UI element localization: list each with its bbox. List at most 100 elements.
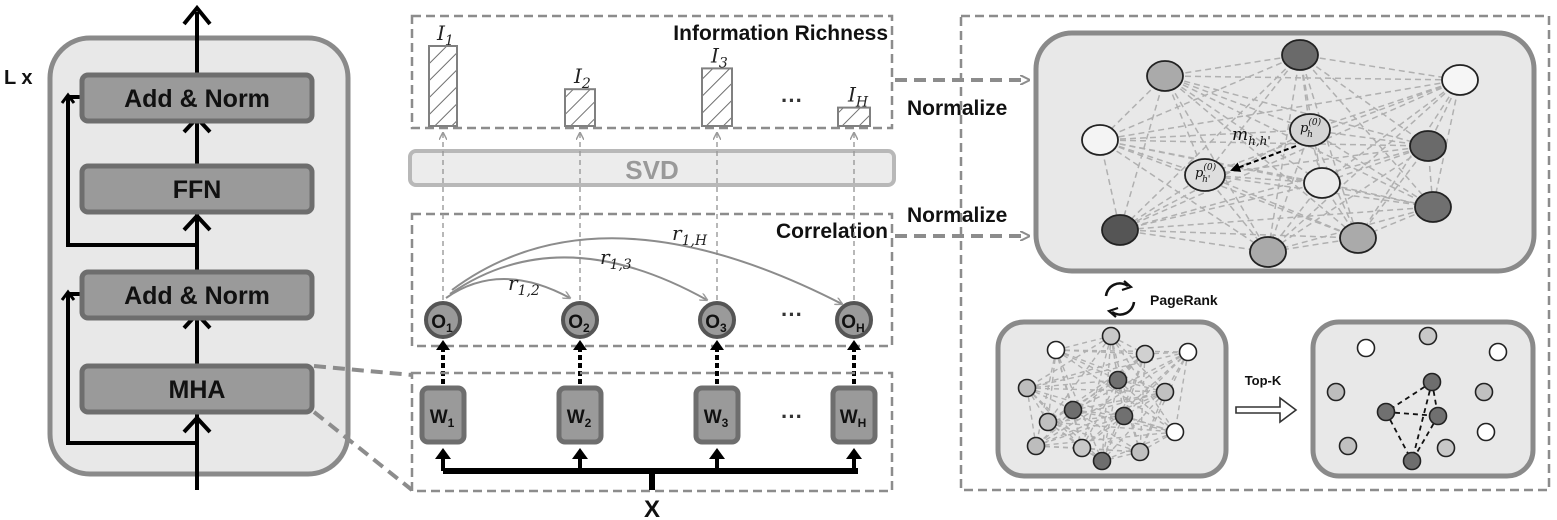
pagerank-graph-edge	[1055, 335, 1112, 351]
pagerank-graph-edge	[1035, 415, 1125, 447]
info-bar-2	[564, 88, 596, 127]
pagerank-graph-node	[1114, 406, 1134, 426]
zoom-line-bottom	[312, 410, 414, 492]
svd-label: SVD	[625, 155, 678, 185]
node-p-h	[1289, 113, 1331, 147]
mha-box	[79, 363, 315, 415]
full-graph-edge	[1099, 129, 1311, 141]
information-richness-label: Information Richness	[673, 22, 888, 45]
pagerank-graph-edge	[1055, 349, 1103, 462]
full-graph-edge	[1164, 75, 1461, 81]
info-bar-3	[701, 67, 733, 127]
weight-label-1: W1	[430, 407, 455, 430]
w-to-o-arrowhead-icon-1	[436, 340, 450, 350]
mha-label: MHA	[169, 376, 226, 404]
pagerank-graph-node	[1165, 422, 1185, 442]
topk-graph-node	[1422, 372, 1442, 392]
topk-graph-node	[1376, 402, 1396, 422]
arc-r12	[445, 278, 570, 298]
pagerank-graph-edge	[1047, 349, 1057, 423]
output-node-4	[835, 301, 873, 339]
correlation-label: Correlation	[776, 220, 888, 243]
full-graph-node	[1441, 64, 1479, 96]
x-to-w-arrowhead-icon-4	[846, 448, 862, 459]
node-p-hprime-label: p(0)h'	[1195, 162, 1217, 185]
info-bar-label-2: I2	[573, 64, 591, 92]
topk-label: Top-K	[1245, 373, 1282, 388]
full-graph-edge	[1164, 75, 1359, 239]
full-graph-edge	[1099, 139, 1434, 208]
pagerank-graph-node	[1130, 442, 1150, 462]
full-graph-panel	[1033, 30, 1537, 274]
pagerank-graph-edge	[1047, 421, 1176, 433]
pagerank-graph-edge	[1035, 349, 1057, 447]
pagerank-graph-edge	[1072, 409, 1141, 453]
x-to-w-arrowhead-icon-2	[572, 448, 588, 459]
pagerank-graph	[1017, 326, 1198, 471]
node-p-h-label: p(0)h	[1300, 117, 1322, 140]
full-graph-edge	[1204, 79, 1461, 176]
graph-panel-border	[959, 14, 1551, 492]
pagerank-graph-node	[1063, 400, 1083, 420]
weight-block-4	[830, 385, 878, 445]
full-graph-edge	[1204, 54, 1301, 176]
weight-label-3: W3	[704, 407, 729, 430]
topk-graph-node	[1338, 436, 1358, 456]
info-bar-label-3: I3	[710, 43, 728, 71]
full-graph-edge	[1099, 139, 1359, 239]
layer-repeat-label: L x	[4, 67, 33, 89]
full-graph-edge	[1309, 79, 1461, 131]
full-graph-node	[1303, 167, 1341, 199]
topk-graph-node	[1326, 382, 1346, 402]
add-norm-top-box	[79, 72, 315, 124]
full-graph-edge	[1119, 229, 1269, 253]
weight-label-4: WH	[840, 407, 867, 430]
full-graph-edge	[1164, 75, 1311, 131]
pagerank-graph-node	[1108, 370, 1128, 390]
svd-bar	[408, 149, 896, 187]
info-bar-1	[428, 45, 458, 127]
zoom-line-top	[313, 364, 413, 377]
pagerank-graph-edge	[1035, 351, 1189, 447]
pagerank-graph-edge	[1072, 409, 1083, 449]
pagerank-graph-edge	[1101, 379, 1119, 462]
topk-graph-panel	[1310, 319, 1536, 479]
output-node-1	[424, 301, 462, 339]
pagerank-graph-node	[1178, 342, 1198, 362]
output-node-label-1: O1	[431, 312, 453, 335]
weights-box	[410, 371, 894, 493]
output-node-2	[561, 301, 599, 339]
arc-r13-label: r1,3	[600, 245, 632, 273]
pagerank-graph-edge	[1026, 353, 1146, 389]
full-graph-edge	[1299, 54, 1434, 208]
pagerank-graph-edge	[1123, 351, 1189, 417]
input-label: X	[644, 496, 660, 520]
topk-graph-node	[1476, 422, 1496, 442]
full-graph-edge	[1119, 75, 1166, 231]
pagerank-graph-edge	[1055, 349, 1146, 355]
full-graph-node	[1146, 60, 1184, 92]
output-node-label-3: O3	[705, 312, 727, 335]
full-graph-edge	[1267, 54, 1301, 253]
full-graph-edge	[1321, 79, 1461, 184]
full-graph-edge	[1164, 75, 1206, 176]
ellipsis-outputs: ···	[781, 302, 803, 327]
residual-lower	[66, 292, 197, 445]
full-graph-edge	[1164, 54, 1301, 77]
topk-graph-node	[1418, 326, 1438, 346]
full-graph-edge	[1099, 79, 1461, 141]
ffn-label: FFN	[173, 176, 222, 204]
pagerank-graph-node	[1101, 326, 1121, 346]
output-node-label-4: OH	[841, 312, 864, 335]
weight-block-2	[556, 385, 604, 445]
full-graph-edge	[1164, 75, 1323, 184]
normalize-top-label: Normalize	[907, 97, 1007, 120]
full-graph-edge	[1309, 129, 1434, 208]
full-graph-edge	[1267, 79, 1461, 253]
full-graph-edge	[1321, 182, 1434, 208]
add-norm-bottom-label: Add & Norm	[124, 282, 270, 310]
pagerank-graph-edge	[1047, 353, 1146, 423]
